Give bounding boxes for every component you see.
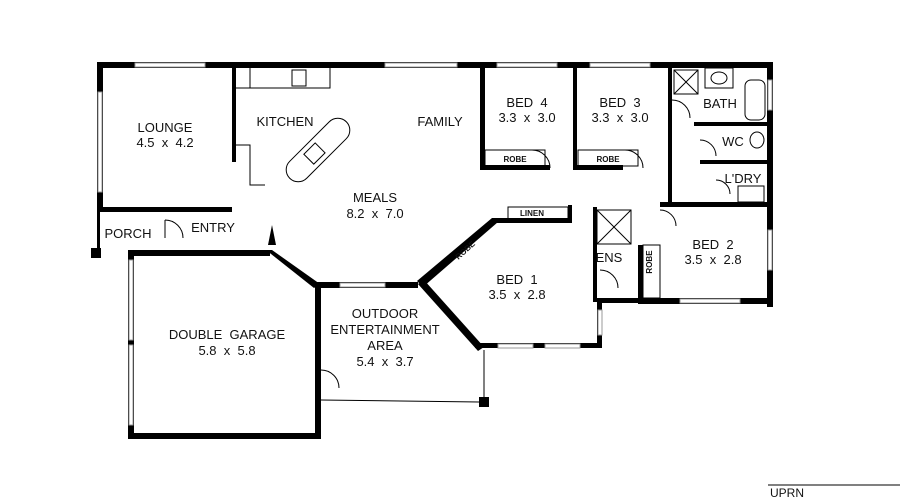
doors (164, 99, 731, 389)
wc-name: WC (722, 134, 744, 149)
uprn-label: UPRN (770, 486, 804, 500)
lounge-dims: 4.5 x 4.2 (136, 135, 193, 150)
family-name: FAMILY (417, 114, 463, 129)
interior-walls (91, 62, 773, 407)
robe-bed3-label: ROBE (596, 155, 620, 164)
windows (97, 62, 773, 426)
bed1-name: BED 1 (496, 272, 537, 287)
bed4-dims: 3.3 x 3.0 (498, 110, 555, 125)
robe-bed4-label: ROBE (503, 155, 527, 164)
outdoor-name-line1: OUTDOOR (352, 306, 418, 321)
meals-name: MEALS (353, 190, 397, 205)
outdoor-name-line2: ENTERTAINMENT (330, 322, 439, 337)
room-labels: LOUNGE 4.5 x 4.2 KITCHEN FAMILY MEALS 8.… (105, 95, 762, 369)
entry-name: ENTRY (191, 220, 235, 235)
laundry-name: L'DRY (725, 171, 762, 186)
garage-dims: 5.8 x 5.8 (198, 343, 255, 358)
ensuite-name: ENS (596, 250, 623, 265)
bed4-name: BED 4 (506, 95, 547, 110)
bed2-name: BED 2 (692, 237, 733, 252)
footer: UPRN (768, 484, 900, 500)
fixture-labels: ROBE ROBE LINEN ROBE ROBE (454, 155, 654, 274)
outdoor-name-line3: AREA (367, 338, 403, 353)
bed3-dims: 3.3 x 3.0 (591, 110, 648, 125)
meals-dims: 8.2 x 7.0 (346, 206, 403, 221)
outdoor-dims: 5.4 x 3.7 (356, 354, 413, 369)
linen-cupboard (507, 206, 569, 220)
garage-name: DOUBLE GARAGE (169, 327, 286, 342)
bed1-dims: 3.5 x 2.8 (488, 287, 545, 302)
lounge-name: LOUNGE (138, 120, 193, 135)
bath-name: BATH (703, 96, 737, 111)
bed3-name: BED 3 (599, 95, 640, 110)
bed2-dims: 3.5 x 2.8 (684, 252, 741, 267)
porch-name: PORCH (105, 226, 152, 241)
kitchen-name: KITCHEN (256, 114, 313, 129)
linen-label: LINEN (520, 209, 544, 218)
robe-bed2-label: ROBE (645, 250, 654, 274)
